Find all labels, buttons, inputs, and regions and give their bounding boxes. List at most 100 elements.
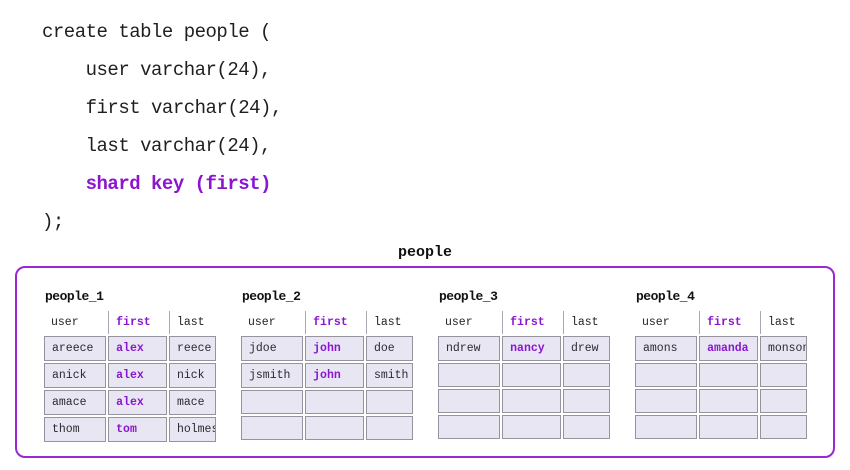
table-row xyxy=(241,416,413,440)
cell-user xyxy=(241,390,304,414)
cell-first: john xyxy=(305,336,364,361)
cell-last xyxy=(562,363,610,387)
cell-user: amace xyxy=(44,390,107,415)
cell-last: mace xyxy=(168,390,216,415)
cell-first xyxy=(305,416,364,440)
cell-user xyxy=(438,363,501,387)
cell-first: alex xyxy=(108,336,167,361)
cell-first xyxy=(699,363,758,387)
cell-first xyxy=(305,390,364,414)
cell-user xyxy=(241,416,304,440)
cell-user: amons xyxy=(635,336,698,361)
cell-last xyxy=(759,415,807,439)
cell-user: jdoe xyxy=(241,336,304,361)
table-row xyxy=(438,389,610,413)
cell-last xyxy=(365,390,413,414)
sql-code-block: create table people ( user varchar(24), … xyxy=(42,13,282,241)
cell-last xyxy=(759,389,807,413)
column-header-last: last xyxy=(365,311,413,334)
cell-last: drew xyxy=(562,336,610,361)
code-line: ); xyxy=(42,211,64,233)
cell-first: nancy xyxy=(502,336,561,361)
cell-first xyxy=(502,389,561,413)
column-header-last: last xyxy=(759,311,807,334)
column-header-user: user xyxy=(248,316,276,329)
cell-user xyxy=(635,363,698,387)
cell-first xyxy=(699,415,758,439)
column-header-user: user xyxy=(642,316,670,329)
partition-name: people_2 xyxy=(242,289,301,304)
column-header-first: first xyxy=(305,311,364,334)
column-header-first: first xyxy=(502,311,561,334)
table-row xyxy=(438,363,610,387)
cell-first: alex xyxy=(108,363,167,388)
column-header-user: user xyxy=(445,316,473,329)
cell-first xyxy=(502,363,561,387)
cell-first: amanda xyxy=(699,336,758,361)
column-header-last: last xyxy=(168,311,216,334)
cell-first xyxy=(699,389,758,413)
cell-user xyxy=(635,415,698,439)
cell-last: smith xyxy=(365,363,413,388)
cell-last: monson xyxy=(759,336,807,361)
cell-last xyxy=(562,415,610,439)
cell-user: areece xyxy=(44,336,107,361)
cell-first: john xyxy=(305,363,364,388)
cell-last: doe xyxy=(365,336,413,361)
code-line: last varchar(24), xyxy=(42,135,272,157)
column-header-first: first xyxy=(108,311,167,334)
code-line: user varchar(24), xyxy=(42,59,272,81)
table-row xyxy=(438,415,610,439)
table-row xyxy=(241,390,413,414)
table-row xyxy=(635,363,807,387)
partition-name: people_1 xyxy=(45,289,104,304)
cell-user: thom xyxy=(44,417,107,442)
cell-last: nick xyxy=(168,363,216,388)
cell-user: anick xyxy=(44,363,107,388)
cell-last: reece xyxy=(168,336,216,361)
code-line-shard-key: shard key (first) xyxy=(42,173,272,195)
diagram-title: people xyxy=(397,244,452,261)
column-header-user: user xyxy=(51,316,79,329)
cell-first: tom xyxy=(108,417,167,442)
code-line: first varchar(24), xyxy=(42,97,283,119)
cell-last xyxy=(759,363,807,387)
cell-user xyxy=(438,415,501,439)
code-line: create table people ( xyxy=(42,21,271,43)
cell-last xyxy=(562,389,610,413)
partition-name: people_3 xyxy=(439,289,498,304)
cell-last xyxy=(365,416,413,440)
partition-name: people_4 xyxy=(636,289,695,304)
table-row xyxy=(635,389,807,413)
table-row xyxy=(635,415,807,439)
column-header-first: first xyxy=(699,311,758,334)
cell-first xyxy=(502,415,561,439)
cell-user: ndrew xyxy=(438,336,501,361)
column-header-last: last xyxy=(562,311,610,334)
cell-last: holmes xyxy=(168,417,216,442)
cell-user xyxy=(635,389,698,413)
cell-first: alex xyxy=(108,390,167,415)
cell-user xyxy=(438,389,501,413)
